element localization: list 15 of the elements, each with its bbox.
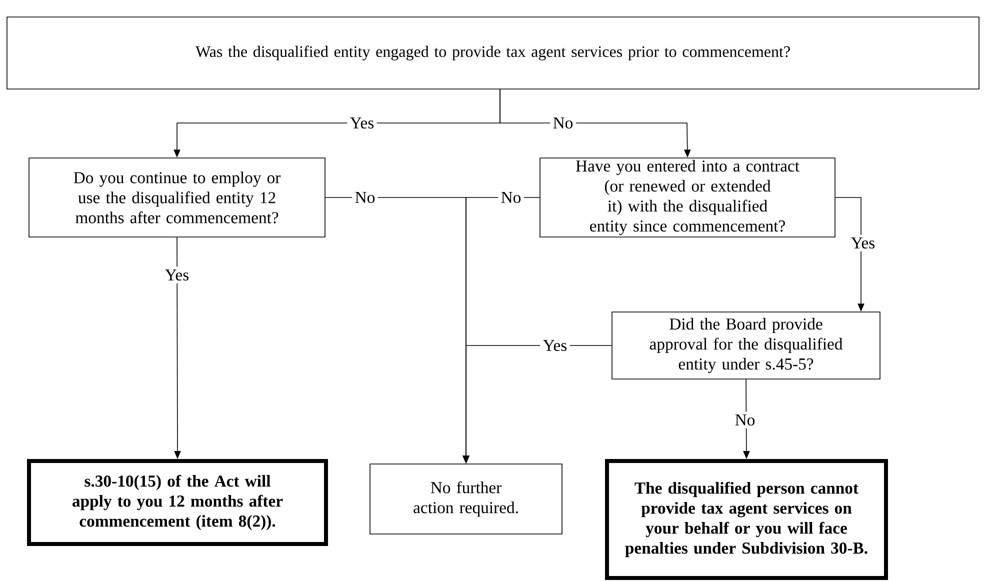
edge-label: Yes: [162, 266, 192, 284]
edge-label: Yes: [540, 337, 570, 354]
edge-label: No: [732, 412, 758, 428]
result-box: s.30-10(15) of the Act will apply to you 12 months after commencement (item 8(2)).: [27, 459, 328, 546]
edge-label: No: [550, 114, 576, 132]
question-box: Was the disqualified entity engaged to provide tax agent services prior to commencement?: [6, 16, 980, 90]
edge-label: Yes: [347, 114, 377, 132]
result-box: The disqualified person cannot provide tax agent services on your behalf or you will face penalties under Subdivision 30-B.: [605, 459, 888, 580]
question-box: Do you continue to employ or use the disqualified entity 12 months after commencement?: [28, 158, 326, 238]
question-box: Did the Board provide approval for the disqualified entity under s.45-5?: [612, 312, 880, 380]
edge-label: No: [498, 189, 524, 206]
edge-label: Yes: [848, 234, 878, 252]
edge-label: No: [352, 189, 378, 206]
question-box: Have you entered into a contract (or renewed or extended it) with the disqualified entity since commencement?: [540, 158, 836, 238]
result-box: No further action required.: [370, 464, 562, 534]
